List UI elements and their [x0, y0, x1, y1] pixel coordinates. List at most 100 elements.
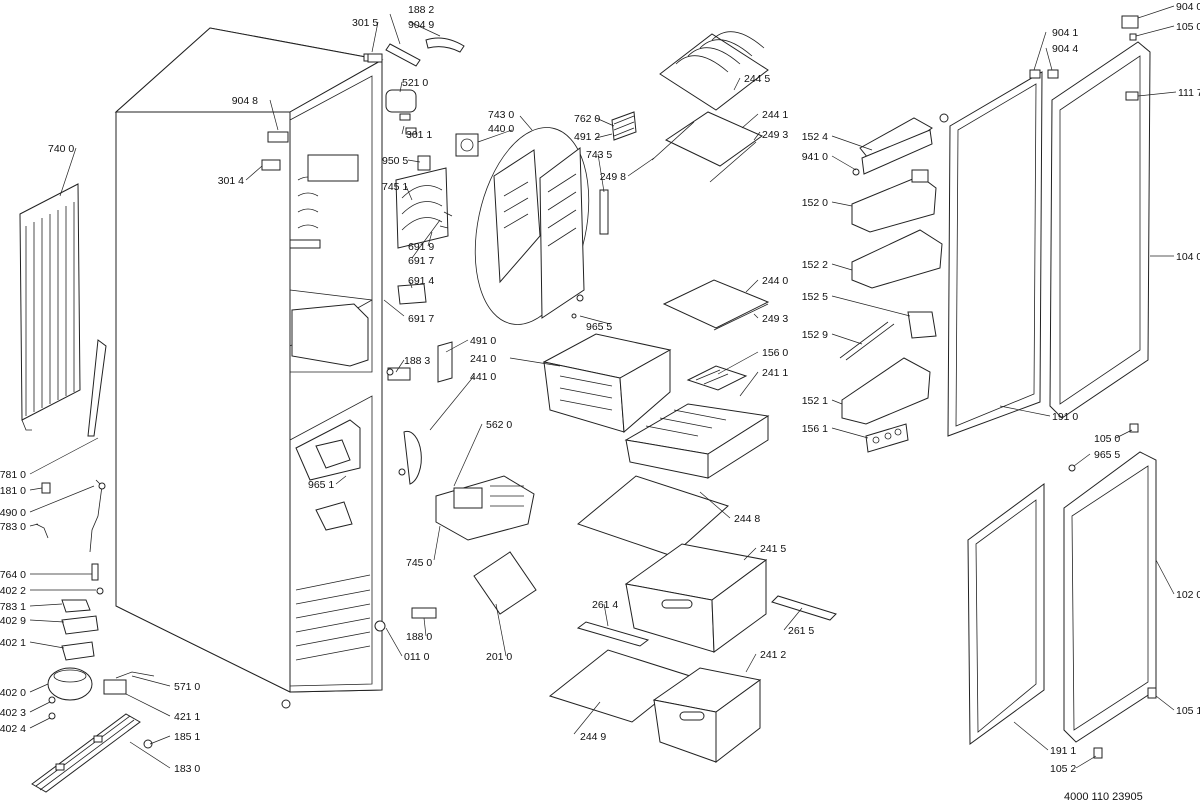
- freezer-components: [386, 341, 537, 619]
- callout-2448: 244 8: [734, 513, 760, 525]
- callout-4410: 441 0: [470, 371, 496, 383]
- callout-1882: 188 2: [408, 4, 434, 16]
- glass-shelf-upper: [651, 111, 764, 183]
- callout-7830: 783 0: [0, 521, 26, 533]
- callout-6917: 691 7: [408, 255, 434, 267]
- callout-7810: 781 0: [0, 469, 26, 481]
- callout-7640: 764 0: [0, 569, 26, 581]
- callout-7430: 743 0: [488, 109, 514, 121]
- callout-2441: 244 1: [762, 109, 788, 121]
- upper-door-gasket: [947, 71, 1043, 437]
- condenser-coil: [19, 183, 107, 437]
- callout-2614: 261 4: [592, 599, 618, 611]
- callout-1050: 105 0: [1176, 21, 1200, 33]
- callout-1880: 188 0: [406, 631, 432, 643]
- callout-1911: 191 1: [1050, 745, 1076, 757]
- callout-1520: 152 0: [802, 197, 828, 209]
- callout-4910: 491 0: [470, 335, 496, 347]
- callout-2415: 241 5: [760, 543, 786, 555]
- freezer-drawer-upper: [624, 543, 768, 653]
- callout-2445: 244 5: [744, 73, 770, 85]
- callout-4023: 402 3: [0, 707, 26, 719]
- callout-2615: 261 5: [788, 625, 814, 637]
- callout-9651: 965 1: [308, 479, 334, 491]
- callout-2412: 241 2: [760, 649, 786, 661]
- callout-5620: 562 0: [486, 419, 512, 431]
- compressor-group: [35, 479, 155, 749]
- callout-9049: 904 9: [408, 19, 434, 31]
- callout-3011: 301 1: [406, 129, 432, 141]
- callout-9655: 965 5: [1094, 449, 1120, 461]
- callout-1522: 152 2: [802, 259, 828, 271]
- callout-5710: 571 0: [174, 681, 200, 693]
- refrigerator-cabinet: [114, 27, 411, 709]
- callout-7450: 745 0: [406, 557, 432, 569]
- evaporator-heater: [395, 167, 453, 249]
- callout-2410: 241 0: [470, 353, 496, 365]
- callout-1830: 183 0: [174, 763, 200, 775]
- egg-tray: [686, 365, 748, 391]
- callout-9044: 904 4: [1052, 43, 1078, 55]
- callout-4021: 402 1: [0, 637, 26, 649]
- callout-1561: 156 1: [802, 423, 828, 435]
- air-duct-assembly: [474, 111, 637, 325]
- callout-9410: 941 0: [802, 151, 828, 163]
- wine-rack: [659, 31, 769, 111]
- glass-shelf-middle: [662, 279, 770, 331]
- lower-door-gasket: [967, 483, 1045, 745]
- callout-1529: 152 9: [802, 329, 828, 341]
- callout-2449: 244 9: [580, 731, 606, 743]
- crisper-drawer-lower: [624, 403, 770, 479]
- callout-2010: 201 0: [486, 651, 512, 663]
- callout-1524: 152 4: [802, 131, 828, 143]
- callout-4211: 421 1: [174, 711, 200, 723]
- drawer-rails: [576, 595, 837, 647]
- callout-4912: 491 2: [574, 131, 600, 143]
- callout-2440: 244 0: [762, 275, 788, 287]
- callout-4024: 402 4: [0, 723, 26, 735]
- compressor-base-plate: [31, 713, 141, 793]
- callout-1883: 188 3: [404, 355, 430, 367]
- callout-1851: 185 1: [174, 731, 200, 743]
- callout-4020: 402 0: [0, 687, 26, 699]
- callout-1810: 181 0: [0, 485, 26, 497]
- callout-1052: 105 2: [1050, 763, 1076, 775]
- callout-7620: 762 0: [574, 113, 600, 125]
- callout-7435: 743 5: [586, 149, 612, 161]
- callout-6914: 691 4: [408, 275, 434, 287]
- door-bins: [839, 113, 949, 453]
- callout-2498: 249 8: [600, 171, 626, 183]
- callout-9655: 965 5: [586, 321, 612, 333]
- callout-6917: 691 7: [408, 313, 434, 325]
- callout-1040: 104 0: [1176, 251, 1200, 263]
- lower-door: [1063, 423, 1157, 759]
- callout-4900: 490 0: [0, 507, 26, 519]
- callout-9041: 904 1: [1052, 27, 1078, 39]
- callout-1117: 111 7: [1178, 87, 1200, 99]
- callout-9040: 904 0: [1176, 1, 1200, 13]
- fan-motor-and-vent: [397, 133, 479, 305]
- callout-1020: 102 0: [1176, 589, 1200, 601]
- callout-9048: 904 8: [232, 95, 258, 107]
- callout-1910: 191 0: [1052, 411, 1078, 423]
- callout-2493: 249 3: [762, 129, 788, 141]
- callout-labels: 301 5 188 2 904 9 521 0 904 8 301 1 301 4 740 0…: [0, 1, 1200, 775]
- glass-shelf-lower: [576, 475, 729, 557]
- crisper-drawer-upper: [542, 333, 672, 434]
- callout-0110: 011 0: [404, 651, 430, 663]
- callout-1560: 156 0: [762, 347, 788, 359]
- callout-1051: 105 1: [1176, 705, 1200, 717]
- callout-7400: 740 0: [48, 143, 74, 155]
- callout-6919: 691 9: [408, 241, 434, 253]
- callout-4029: 402 9: [0, 615, 26, 627]
- callout-5210: 521 0: [402, 77, 428, 89]
- callout-9505: 950 5: [382, 155, 408, 167]
- callout-1050: 105 0: [1094, 433, 1120, 445]
- document-number: 4000 110 23905: [1064, 791, 1143, 803]
- callout-1521: 152 1: [802, 395, 828, 407]
- callout-3015: 301 5: [352, 17, 378, 29]
- callout-3014: 301 4: [218, 175, 244, 187]
- callout-2493: 249 3: [762, 313, 788, 325]
- callout-2411: 241 1: [762, 367, 788, 379]
